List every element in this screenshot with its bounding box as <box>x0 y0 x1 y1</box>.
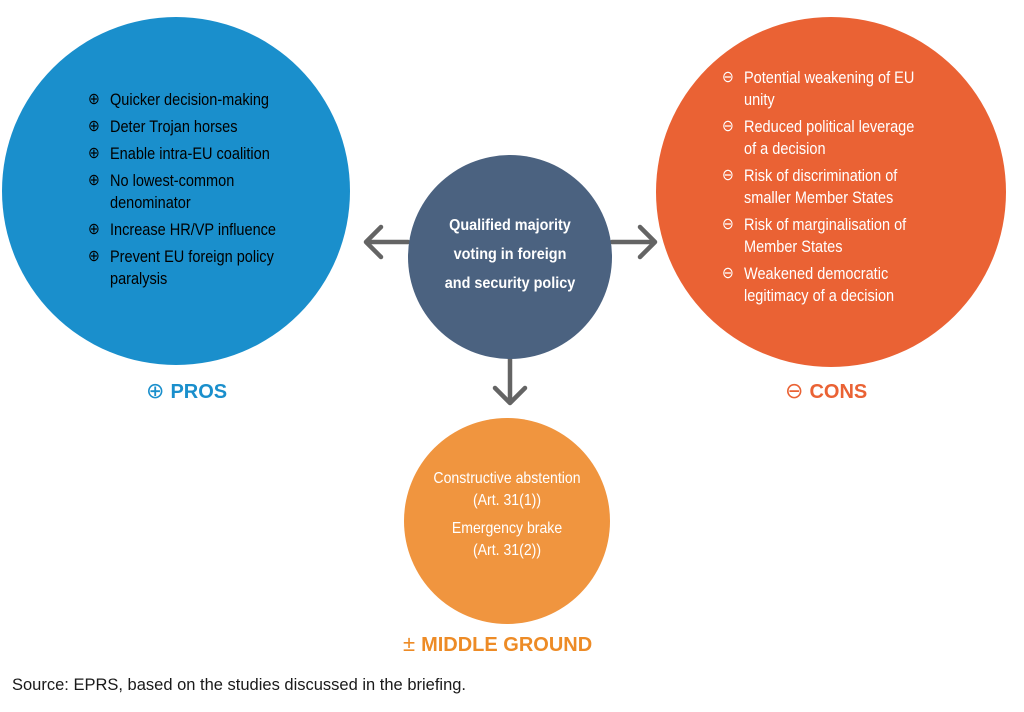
center-topic-line: voting in foreign <box>453 246 567 263</box>
pros-item: ⊕ Quicker decision-making <box>88 89 308 111</box>
middle-ground-item: Constructive abstention <box>433 470 581 487</box>
middle-ground-label: ±MIDDLE GROUND <box>403 632 592 657</box>
minus-icon: ⊖ <box>722 265 734 282</box>
pros-item-text: paralysis <box>110 270 168 288</box>
cons-item-text: legitimacy of a decision <box>744 287 895 305</box>
cons-item: ⊖ Potential weakening of EU unity <box>722 67 938 111</box>
plus-icon: ⊕ <box>88 248 100 265</box>
pros-item-text: Increase HR/VP influence <box>110 221 277 239</box>
cons-item-text: Risk of marginalisation of <box>744 216 907 234</box>
middle-ground-item-ref: (Art. 31(2)) <box>472 542 542 559</box>
pros-circle <box>2 17 350 365</box>
cons-item: ⊖ Reduced political leverage of a decision <box>722 116 938 160</box>
center-topic-circle: Qualified majority voting in foreign and… <box>408 155 612 359</box>
cons-list: ⊖ Potential weakening of EU unity ⊖ Reduced… <box>722 67 938 312</box>
cons-item-text: smaller Member States <box>744 189 894 207</box>
pros-list: ⊕ Quicker decision-making ⊕ Deter Trojan h… <box>88 89 308 295</box>
cons-item: ⊖ Risk of marginalisation of Member States <box>722 214 938 258</box>
cons-circle: ⊖ Potential weakening of EU unity ⊖ Reduced… <box>656 17 1006 367</box>
pros-item-text: Enable intra-EU coalition <box>110 145 270 163</box>
plus-circle-icon: ⊕ <box>146 378 165 403</box>
middle-ground-item: Emergency brake <box>451 520 563 537</box>
center-topic-text: Qualified majority voting in foreign and… <box>431 211 589 298</box>
pros-label: ⊕PROS <box>146 379 227 404</box>
pros-item-text: Quicker decision-making <box>110 91 269 109</box>
minus-icon: ⊖ <box>722 167 734 184</box>
middle-ground-item-ref: (Art. 31(1)) <box>472 492 542 509</box>
center-topic-line: and security policy <box>444 275 576 292</box>
plus-icon: ⊕ <box>88 145 100 162</box>
cons-item-text: Risk of discrimination of <box>744 167 898 185</box>
pros-item-text: Prevent EU foreign policy <box>110 248 274 266</box>
cons-item-text: Reduced political leverage <box>744 118 915 136</box>
pros-item-text: denominator <box>110 194 191 212</box>
arrow-to-middle <box>492 355 528 406</box>
cons-item-text: Weakened democratic <box>744 265 889 283</box>
cons-label: ⊖CONS <box>785 379 867 404</box>
pros-item-text: No lowest-common <box>110 172 235 190</box>
pros-item: ⊕ Prevent EU foreign policy paralysis <box>88 246 308 290</box>
cons-item-text: of a decision <box>744 140 826 158</box>
plus-icon: ⊕ <box>88 172 100 189</box>
middle-ground-circle: Constructive abstention (Art. 31(1)) Eme… <box>404 418 610 624</box>
minus-icon: ⊖ <box>722 216 734 233</box>
arrow-to-pros <box>363 224 411 260</box>
pros-item: ⊕ Deter Trojan horses <box>88 116 308 138</box>
pros-item-text: Deter Trojan horses <box>110 118 238 136</box>
cons-item-text: Potential weakening of EU <box>744 69 915 87</box>
middle-ground-label-text: MIDDLE GROUND <box>421 634 593 656</box>
cons-label-text: CONS <box>809 381 868 403</box>
plus-minus-icon: ± <box>403 631 416 656</box>
pros-label-text: PROS <box>170 381 228 403</box>
plus-icon: ⊕ <box>88 221 100 238</box>
cons-item-text: Member States <box>744 238 843 256</box>
pros-item: ⊕ No lowest-common denominator <box>88 170 308 214</box>
minus-circle-icon: ⊖ <box>785 378 804 403</box>
plus-icon: ⊕ <box>88 91 100 108</box>
pros-item: ⊕ Increase HR/VP influence <box>88 219 308 241</box>
plus-icon: ⊕ <box>88 118 100 135</box>
center-topic-line: Qualified majority <box>449 217 571 234</box>
minus-icon: ⊖ <box>722 69 734 86</box>
cons-item: ⊖ Risk of discrimination of smaller Member… <box>722 165 938 209</box>
minus-icon: ⊖ <box>722 118 734 135</box>
arrow-to-cons <box>609 224 658 260</box>
cons-item: ⊖ Weakened democratic legitimacy of a deci… <box>722 263 938 307</box>
cons-item-text: unity <box>744 91 775 109</box>
middle-ground-text: Constructive abstention (Art. 31(1)) Eme… <box>425 468 589 562</box>
source-caption: Source: EPRS, based on the studies discu… <box>12 676 467 694</box>
pros-item: ⊕ Enable intra-EU coalition <box>88 143 308 165</box>
